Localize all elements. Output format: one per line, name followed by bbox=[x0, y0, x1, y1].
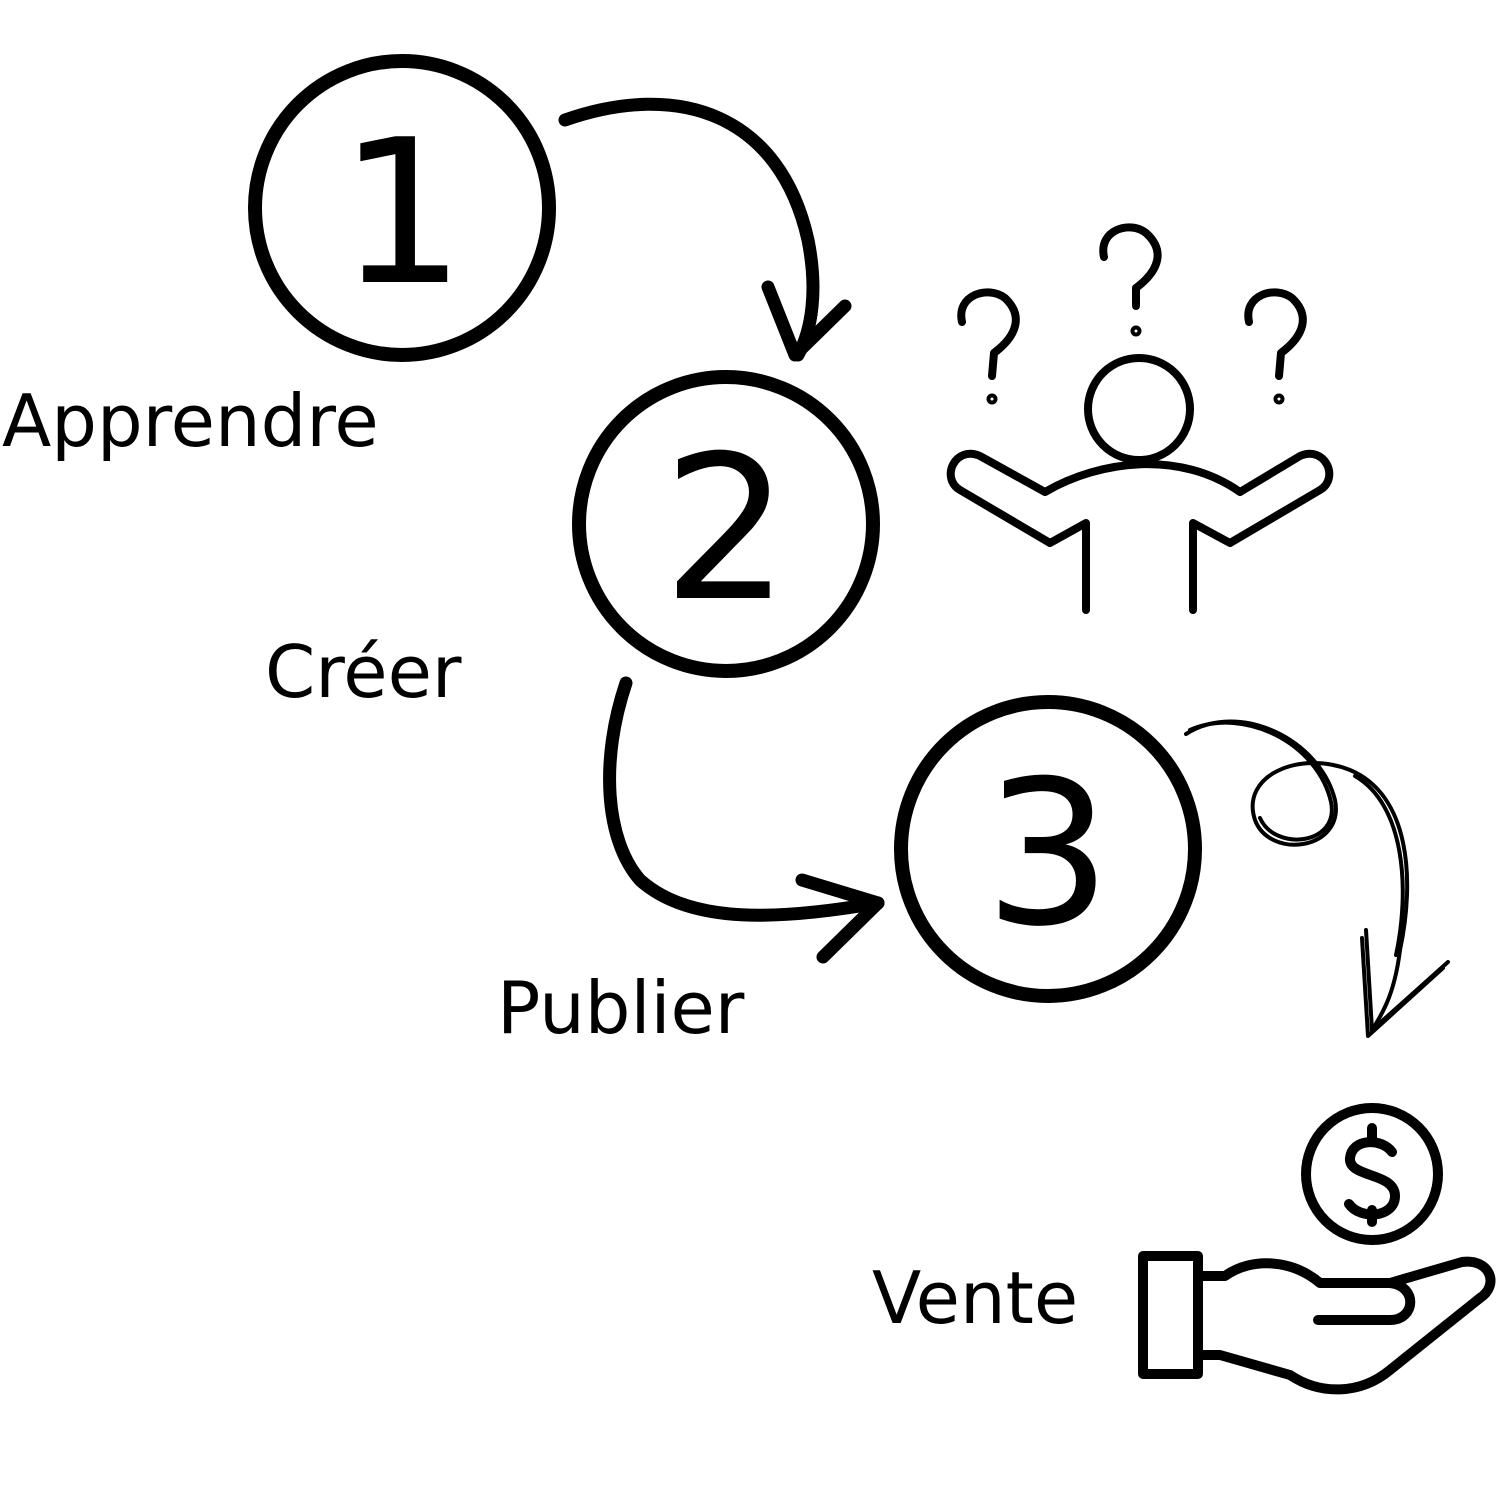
step-3: 3 bbox=[894, 695, 1202, 1003]
curved-arrow-icon bbox=[558, 97, 852, 362]
step-1-circle bbox=[248, 54, 556, 362]
step-1-label: Apprendre bbox=[2, 379, 379, 463]
step-2: 2 bbox=[572, 370, 880, 678]
outcome-label: Vente bbox=[872, 1256, 1079, 1340]
step-3-label: Publier bbox=[497, 966, 745, 1050]
dollar-coin-icon bbox=[1301, 1103, 1443, 1245]
step-1: 1 bbox=[248, 54, 556, 362]
step-2-label: Créer bbox=[265, 630, 462, 714]
step-3-number: 3 bbox=[984, 738, 1111, 971]
step-1-number: 1 bbox=[338, 97, 465, 330]
confused-person-icon bbox=[946, 223, 1334, 614]
loop-arrow-icon bbox=[1184, 719, 1450, 1038]
step-3-circle bbox=[894, 695, 1202, 1003]
open-hand-icon bbox=[1138, 1251, 1496, 1395]
step-2-number: 2 bbox=[662, 413, 789, 646]
curved-arrow-icon bbox=[603, 676, 885, 964]
step-2-circle bbox=[572, 370, 880, 678]
